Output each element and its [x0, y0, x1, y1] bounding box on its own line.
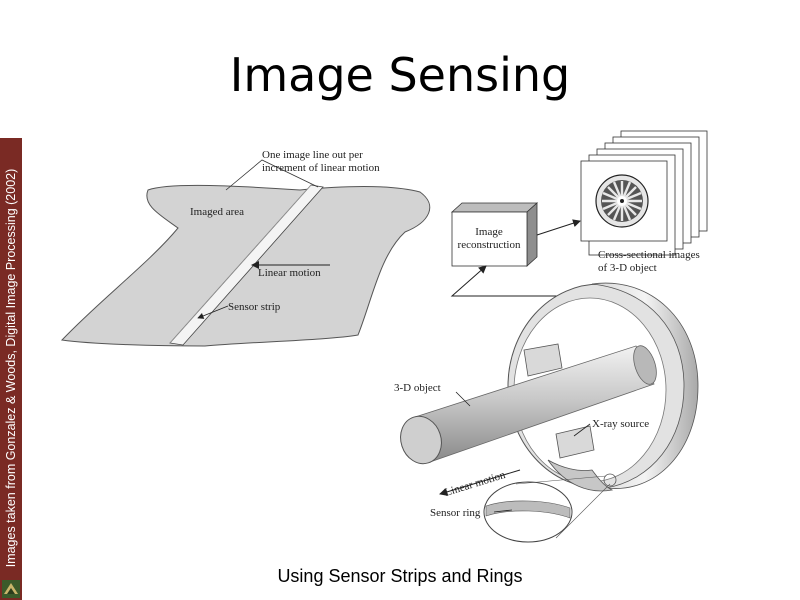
label-cross-sectional-2: of 3-D object: [598, 262, 657, 274]
label-reconstruction-1: Image: [475, 226, 503, 238]
sensor-ring-diagram: Image reconstruction Cross-sectional ima…: [394, 130, 708, 543]
label-line-out-1: One image line out per: [262, 149, 363, 161]
3d-object-pointer: [455, 391, 471, 407]
cross-section-image: [595, 174, 649, 228]
ring-to-reconstruction-wire: [450, 265, 592, 297]
sensor-ring-magnifier: [483, 473, 617, 543]
xray-source-top: [523, 343, 563, 377]
reconstruction-to-stack-arrow: [536, 219, 581, 236]
label-3d-object: 3-D object: [394, 382, 441, 394]
label-cross-sectional-1: Cross-sectional images: [598, 249, 700, 261]
linear-motion-right-arrow: [439, 469, 521, 496]
cross-section-stack: [580, 130, 708, 256]
xray-source-bottom: [555, 425, 595, 459]
side-credit-bar: [0, 138, 22, 600]
label-xray-source: X-ray source: [592, 418, 649, 430]
label-sensor-strip: Sensor strip: [228, 301, 281, 313]
sensor-ring-pointer: [493, 509, 513, 513]
label-linear-motion-left: Linear motion: [258, 267, 321, 279]
figure-caption: Using Sensor Strips and Rings: [277, 566, 523, 586]
publisher-logo-icon: [2, 580, 20, 598]
label-line-out-2: increment of linear motion: [262, 162, 380, 174]
label-reconstruction-2: reconstruction: [458, 239, 521, 251]
sensor-strip-pointer: [197, 305, 229, 319]
line-out-pointer: [225, 159, 319, 191]
reconstruction-box: Image reconstruction: [450, 202, 539, 267]
sensor-ring-front: [547, 459, 614, 492]
xray-source-pointer: [573, 423, 591, 437]
slide-title: Image Sensing: [229, 48, 571, 102]
3d-object-cylinder: [400, 345, 657, 465]
label-sensor-ring: Sensor ring: [430, 507, 481, 519]
sensor-strip-diagram: One image line out per increment of line…: [60, 149, 431, 347]
label-imaged-area: Imaged area: [190, 206, 244, 218]
